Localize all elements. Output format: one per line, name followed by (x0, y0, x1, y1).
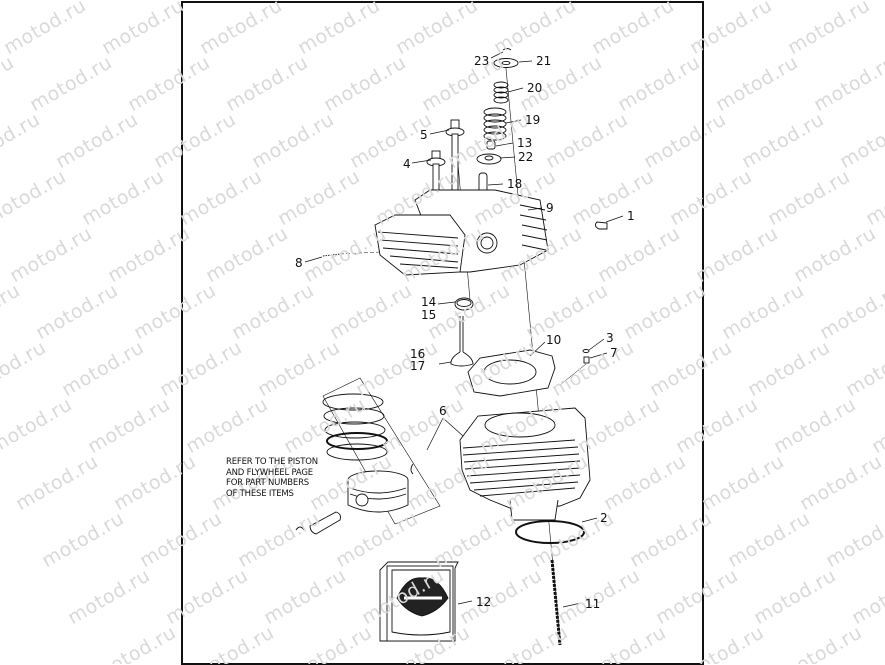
cylinder (459, 407, 591, 521)
callout-17: 17 (410, 359, 426, 373)
outer-spring (483, 107, 507, 141)
cylinder-head (374, 189, 549, 276)
callout-9: 9 (546, 201, 554, 215)
inner-spring (493, 81, 509, 104)
callout-6: 6 (439, 404, 447, 418)
leader-lines (304, 51, 624, 608)
note-line: AND FLYWHEEL PAGE (226, 467, 313, 478)
piston-rings (322, 393, 388, 461)
callout-3: 3 (606, 331, 614, 345)
callout-11: 11 (585, 597, 601, 611)
callout-16: 16 (410, 347, 426, 361)
callout-2: 2 (600, 511, 608, 525)
callout-13: 13 (517, 136, 533, 150)
note-line: OF THESE ITEMS (226, 488, 294, 499)
piston (347, 470, 409, 513)
callout-8: 8 (295, 256, 303, 270)
callout-1: 1 (627, 209, 635, 223)
callout-21: 21 (536, 54, 552, 68)
callout-14: 14 (421, 295, 437, 309)
reference-note: REFER TO THE PISTON AND FLYWHEEL PAGE FO… (226, 457, 318, 499)
callout-20: 20 (527, 81, 543, 95)
o-ring (515, 520, 585, 544)
note-line: FOR PART NUMBERS (226, 478, 309, 488)
callout-19: 19 (525, 113, 541, 127)
note-line: REFER TO THE PISTON (226, 457, 318, 467)
callout-10: 10 (546, 333, 562, 347)
callout-12: 12 (476, 595, 492, 609)
callout-15: 15 (421, 308, 437, 322)
callout-22: 22 (518, 150, 534, 164)
callout-23: 23 (474, 54, 490, 68)
diagram-frame (181, 1, 704, 665)
keeper-icon (502, 48, 512, 51)
callout-4: 4 (403, 157, 411, 171)
head-gasket (467, 349, 556, 397)
callout-7: 7 (610, 346, 618, 360)
gasket-box (379, 561, 459, 642)
callout-18: 18 (507, 177, 523, 191)
callout-5: 5 (420, 128, 428, 142)
plug-icon (594, 221, 608, 230)
